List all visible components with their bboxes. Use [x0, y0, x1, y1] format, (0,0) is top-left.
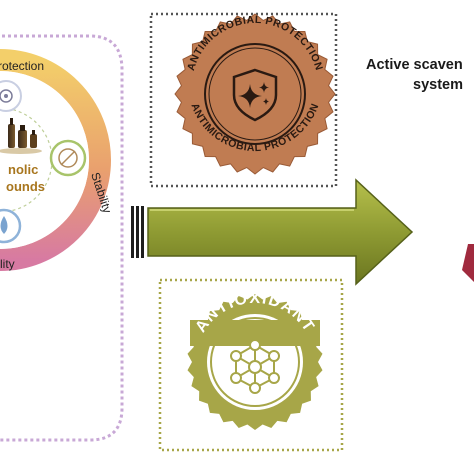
antimicrobial-dotted-box: [149, 12, 338, 188]
antimicrobial-inner-ring: [204, 43, 306, 145]
inner-dashed-circle: [0, 107, 53, 213]
no-microbe-icon: [49, 139, 87, 177]
bacteria-icon: [0, 80, 22, 112]
inner-ring-line: [0, 71, 89, 249]
process-arrow: [131, 178, 414, 286]
right-accent-shape: [462, 244, 474, 282]
ring-label-protection: rotection: [0, 59, 44, 73]
shield-sparkle-icon: [232, 68, 278, 122]
antimicrobial-badge: ANTIMICROBIAL PROTECTION ANTIMICROBIAL P…: [149, 12, 338, 188]
stability-ring: [0, 49, 111, 271]
left-dotted-frame: [0, 34, 124, 442]
active-scavenger-title-line2: system: [413, 77, 463, 93]
antioxidant-badge: ANTIOXIDANT: [158, 278, 344, 452]
molecule-network-icon: [230, 339, 280, 394]
center-label-line2: ounds: [6, 179, 45, 194]
left-panel: rotection Stability lity nolic: [0, 34, 124, 442]
droplet-icon: [0, 208, 22, 244]
antioxidant-dotted-box: [158, 278, 344, 452]
active-scavenger-title-line1: Active scaven: [366, 57, 463, 73]
bottles-icon: [0, 118, 42, 154]
right-panel: [462, 244, 474, 282]
center-label-line1: nolic: [8, 162, 38, 177]
ring-label-lity: lity: [0, 257, 15, 271]
